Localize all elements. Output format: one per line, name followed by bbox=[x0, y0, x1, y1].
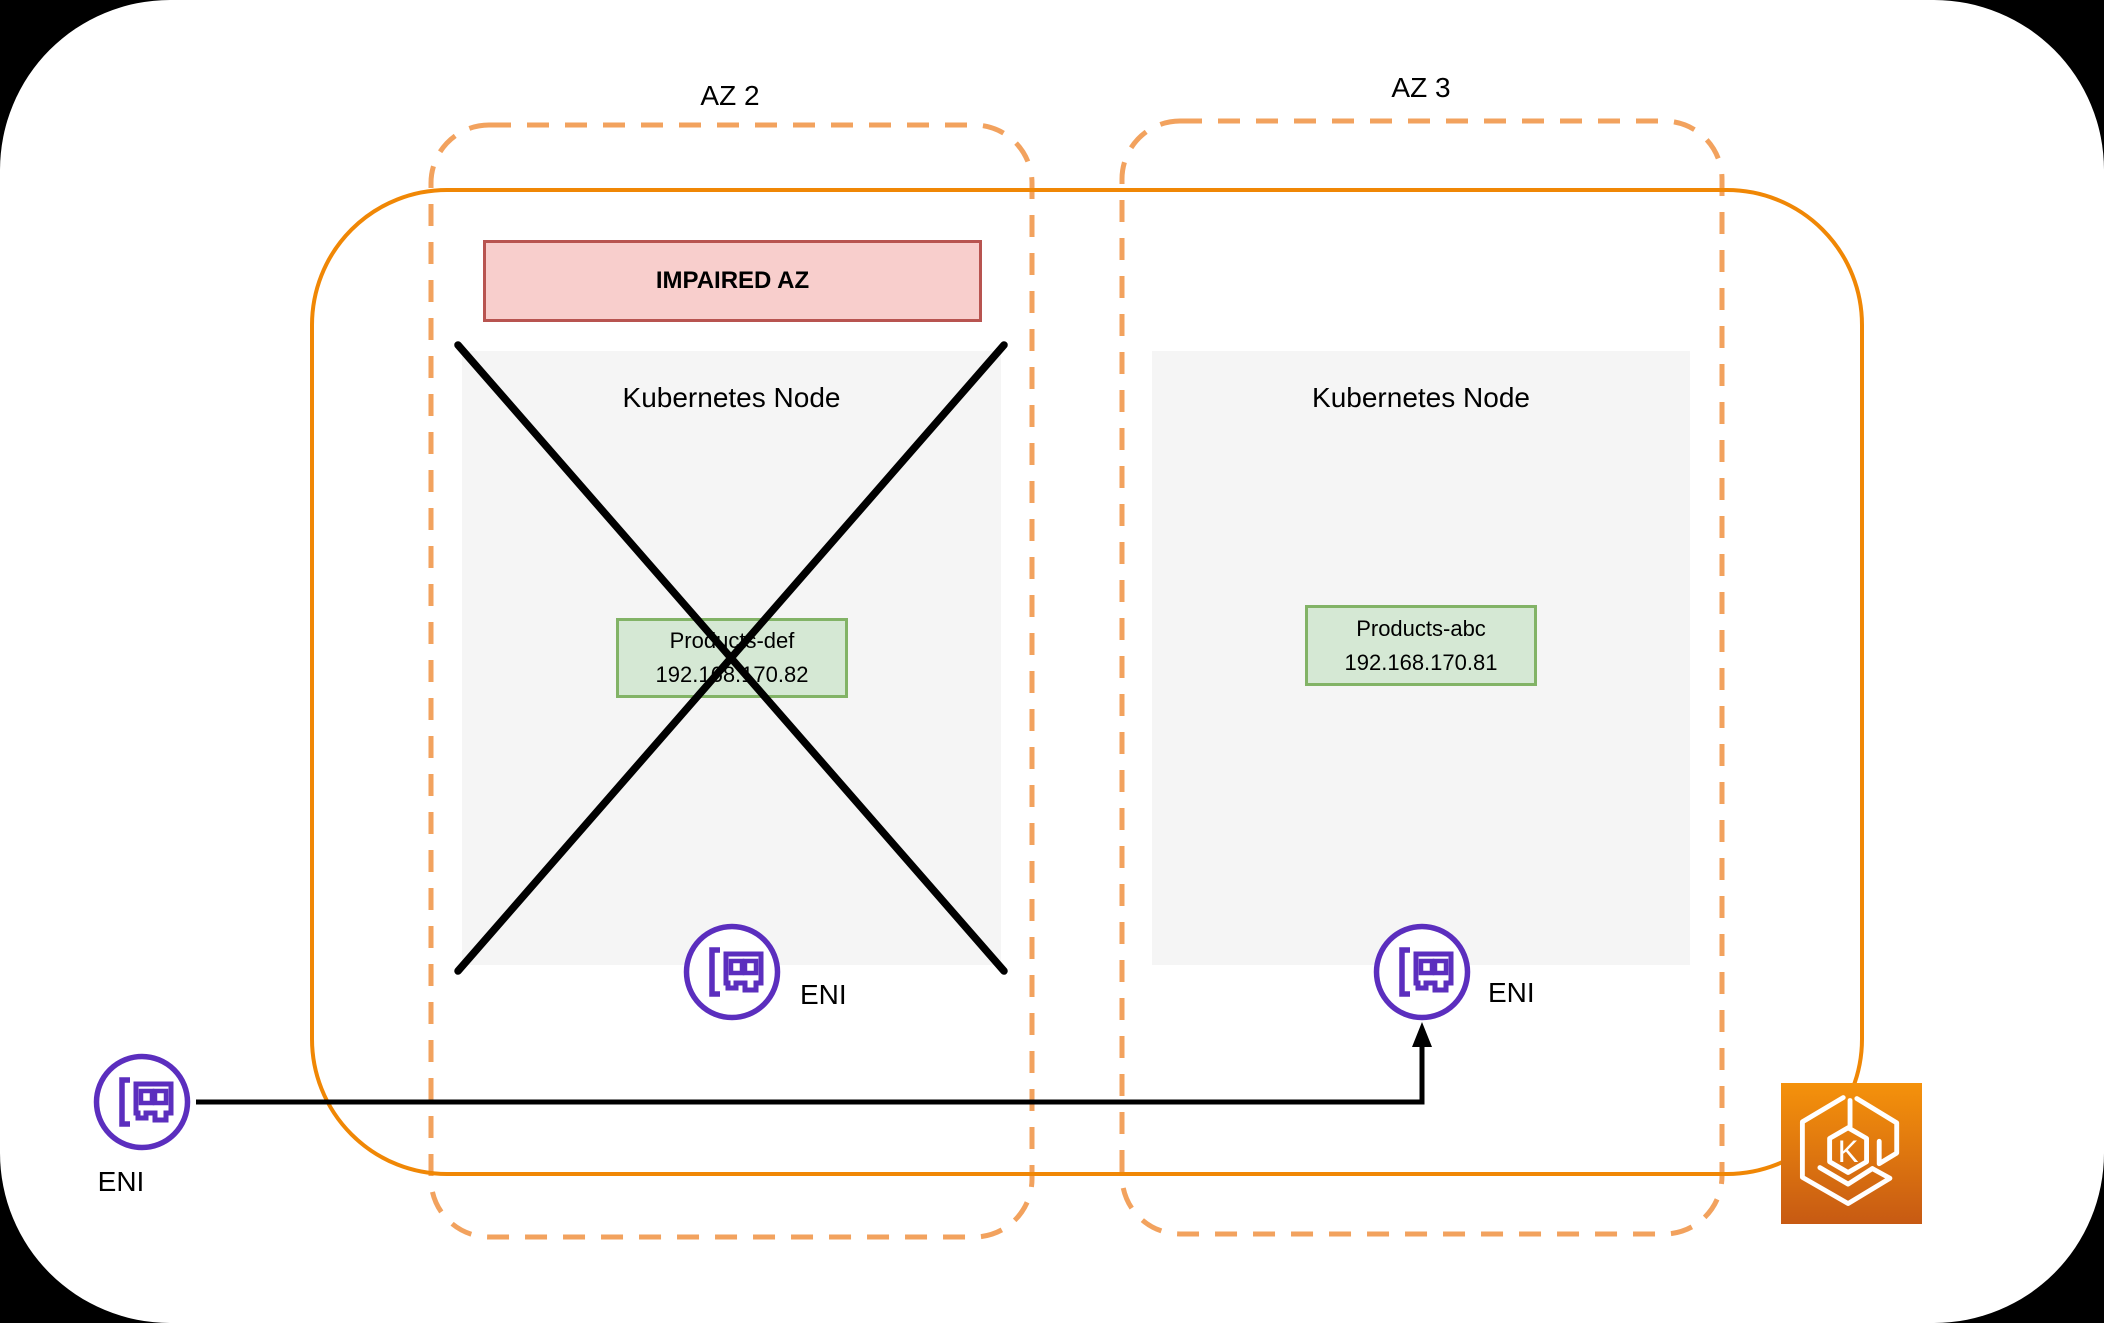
network-card-icon bbox=[683, 923, 781, 1021]
pod-products-def-name: Products-def bbox=[669, 628, 795, 653]
eks-icon: K bbox=[1781, 1083, 1922, 1224]
az2-eni-label: ENI bbox=[800, 979, 847, 1010]
eks-letter: K bbox=[1838, 1134, 1859, 1169]
pod-products-abc-name: Products-abc bbox=[1356, 615, 1486, 641]
external-eni-icon bbox=[92, 1052, 192, 1152]
az3-eni-label: ENI bbox=[1488, 977, 1535, 1008]
az3-label: AZ 3 bbox=[1391, 72, 1451, 103]
pod-products-abc-ip: 192.168.170.81 bbox=[1344, 649, 1498, 675]
k8s-node-az3-title: Kubernetes Node bbox=[1312, 382, 1530, 413]
network-card-icon bbox=[1373, 923, 1471, 1021]
pod-products-def-ip: 192.168.170.82 bbox=[655, 662, 809, 687]
network-card-icon bbox=[93, 1053, 191, 1151]
az2-eni-icon bbox=[682, 922, 782, 1022]
external-eni-label: ENI bbox=[97, 1166, 145, 1197]
eks-right-face bbox=[1854, 1096, 1900, 1167]
k8s-node-az2-title: Kubernetes Node bbox=[622, 382, 841, 413]
az2-label: AZ 2 bbox=[700, 80, 760, 111]
eks-hexagon-icon: K bbox=[1799, 1095, 1900, 1207]
az3-eni-icon bbox=[1372, 922, 1472, 1022]
impaired-az-banner: IMPAIRED AZ bbox=[483, 240, 982, 322]
pod-products-abc: Products-abc 192.168.170.81 bbox=[1305, 605, 1537, 686]
pod-products-def: Products-def 192.168.170.82 bbox=[616, 618, 848, 698]
